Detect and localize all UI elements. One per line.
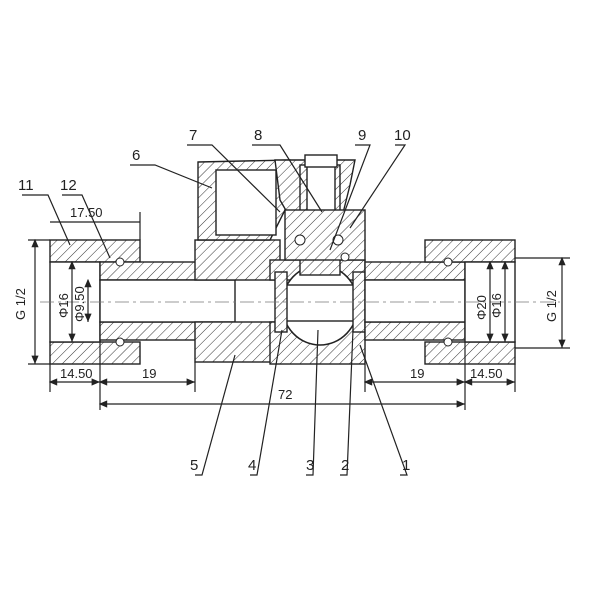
dim-right-thread: G 1/2 <box>544 290 559 322</box>
left-tube <box>99 261 201 281</box>
dim-overall: 72 <box>278 387 292 402</box>
dim-top-length: 17.50 <box>70 205 103 220</box>
o-ring <box>443 337 453 347</box>
dim-left-thread: G 1/2 <box>13 288 28 320</box>
leader-lines <box>22 144 408 476</box>
body-left-section <box>194 239 281 281</box>
o-ring <box>115 337 125 347</box>
o-ring <box>115 257 125 267</box>
part-label-10: 10 <box>394 127 411 144</box>
dim-right-inner-dia: Φ16 <box>489 293 504 318</box>
stem-top <box>304 154 338 168</box>
gland <box>284 209 366 261</box>
valve-body <box>49 239 516 365</box>
part-label-3: 3 <box>306 457 314 474</box>
dim-right-end: 14.50 <box>470 366 503 381</box>
right-nut <box>424 239 516 263</box>
dimension-lines <box>28 212 570 410</box>
part-label-11: 11 <box>18 177 34 194</box>
dim-right-mid: 19 <box>410 366 424 381</box>
handle-assembly <box>197 154 366 276</box>
part-label-9: 9 <box>358 127 366 144</box>
dim-left-end: 14.50 <box>60 366 93 381</box>
left-nut <box>49 239 141 263</box>
dim-left-inner-dia: Φ9.50 <box>72 286 87 322</box>
part-label-5: 5 <box>190 457 198 474</box>
dim-left-outer-dia: Φ16 <box>56 293 71 318</box>
part-label-7: 7 <box>189 127 197 144</box>
o-ring <box>443 257 453 267</box>
part-label-12: 12 <box>60 177 77 194</box>
dim-right-outer-dia: Φ20 <box>474 295 489 320</box>
part-label-1: 1 <box>402 457 410 474</box>
part-label-8: 8 <box>254 127 262 144</box>
dim-left-mid: 19 <box>142 366 156 381</box>
part-label-6: 6 <box>132 147 140 164</box>
part-label-4: 4 <box>248 457 256 474</box>
part-label-2: 2 <box>341 457 349 474</box>
